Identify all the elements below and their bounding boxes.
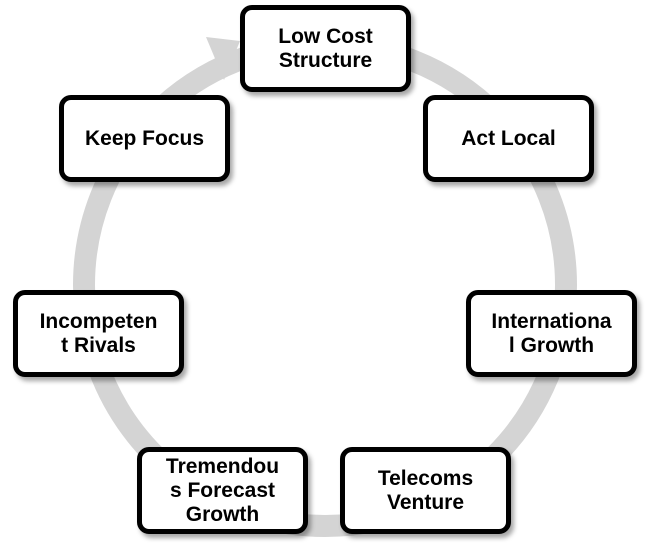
- node-label: Tremendou s Forecast Growth: [165, 454, 280, 526]
- node-label: Incompeten t Rivals: [39, 309, 158, 357]
- node-telecoms-venture: Telecoms Venture: [340, 447, 511, 534]
- node-label: Keep Focus: [84, 126, 205, 150]
- node-act-local: Act Local: [423, 95, 594, 182]
- node-keep-focus: Keep Focus: [59, 95, 230, 182]
- node-label: Telecoms Venture: [377, 466, 474, 514]
- node-label: Low Cost Structure: [278, 24, 373, 72]
- cycle-arrow-icon: [206, 37, 240, 80]
- node-low-cost-structure: Low Cost Structure: [240, 5, 411, 92]
- node-label: Act Local: [461, 126, 556, 150]
- node-international-growth: Internationa l Growth: [466, 290, 637, 377]
- node-label: Internationa l Growth: [491, 309, 612, 357]
- node-incompetent-rivals: Incompeten t Rivals: [13, 290, 184, 377]
- node-tremendous-forecast-growth: Tremendou s Forecast Growth: [137, 447, 308, 534]
